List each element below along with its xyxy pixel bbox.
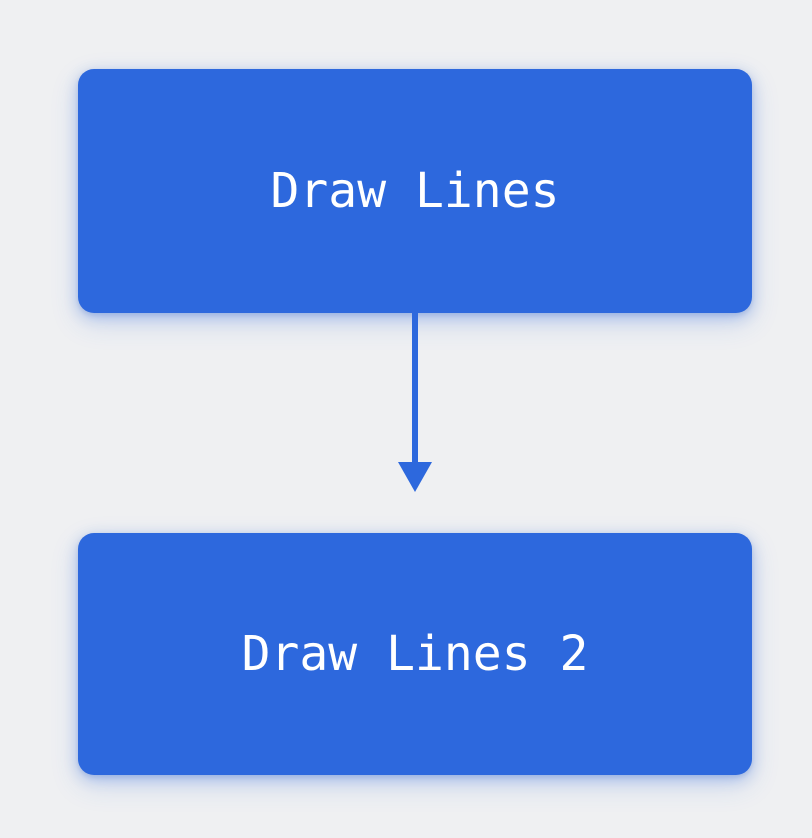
flow-node-draw-lines-2[interactable]: Draw Lines 2 (78, 533, 752, 775)
flow-node-draw-lines-label: Draw Lines (270, 163, 560, 219)
flow-node-draw-lines[interactable]: Draw Lines (78, 69, 752, 313)
flow-node-draw-lines-2-label: Draw Lines 2 (241, 626, 589, 682)
edge-arrowhead-icon (398, 462, 432, 492)
edge-draw-lines-to-draw-lines-2[interactable] (398, 313, 432, 492)
